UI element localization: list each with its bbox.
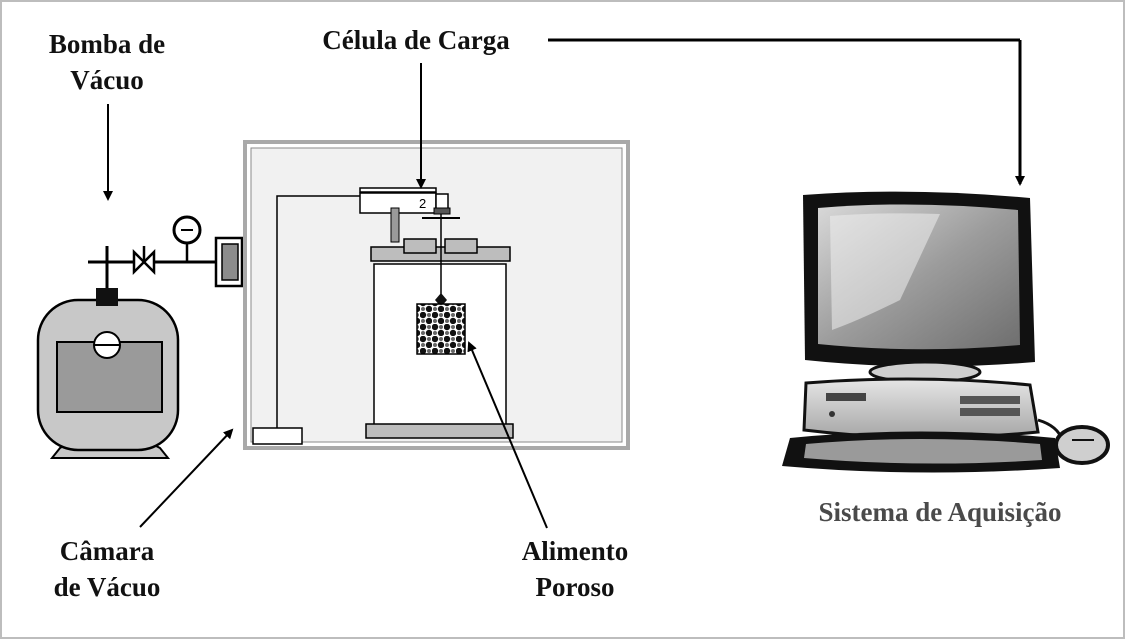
label-vacuum-pump-line2: Vácuo bbox=[70, 65, 144, 95]
label-acquisition-system: Sistema de Aquisição bbox=[818, 497, 1062, 527]
arrows bbox=[103, 38, 1025, 529]
label-porous-food: Alimento Poroso bbox=[490, 533, 660, 605]
label-vacuum-chamber-line2: de Vácuo bbox=[53, 572, 161, 602]
label-load-cell: Célula de Carga bbox=[322, 25, 510, 55]
signal-cable bbox=[252, 195, 362, 445]
porous-food-arrow bbox=[467, 341, 548, 529]
label-porous-food-line1: Alimento bbox=[521, 536, 629, 566]
load-cell: 2 bbox=[359, 187, 460, 243]
load-cell-marker: 2 bbox=[419, 196, 426, 211]
label-vacuum-chamber-line1: Câmara bbox=[59, 536, 155, 566]
chamber-connector bbox=[214, 236, 244, 288]
chamber-arrow bbox=[139, 428, 234, 528]
desktop-computer-icon bbox=[782, 191, 1110, 473]
label-vacuum-pump-line1: Bomba de bbox=[48, 29, 166, 59]
pressure-gauge-icon bbox=[172, 215, 202, 262]
label-porous-food-line2: Poroso bbox=[535, 572, 615, 602]
label-vacuum-pump: Bomba de Vácuo bbox=[22, 26, 192, 98]
porous-food-sample bbox=[416, 214, 466, 355]
label-vacuum-chamber: Câmara de Vácuo bbox=[12, 533, 202, 605]
vacuum-pump-icon bbox=[36, 288, 180, 459]
valve-icon bbox=[132, 246, 156, 276]
